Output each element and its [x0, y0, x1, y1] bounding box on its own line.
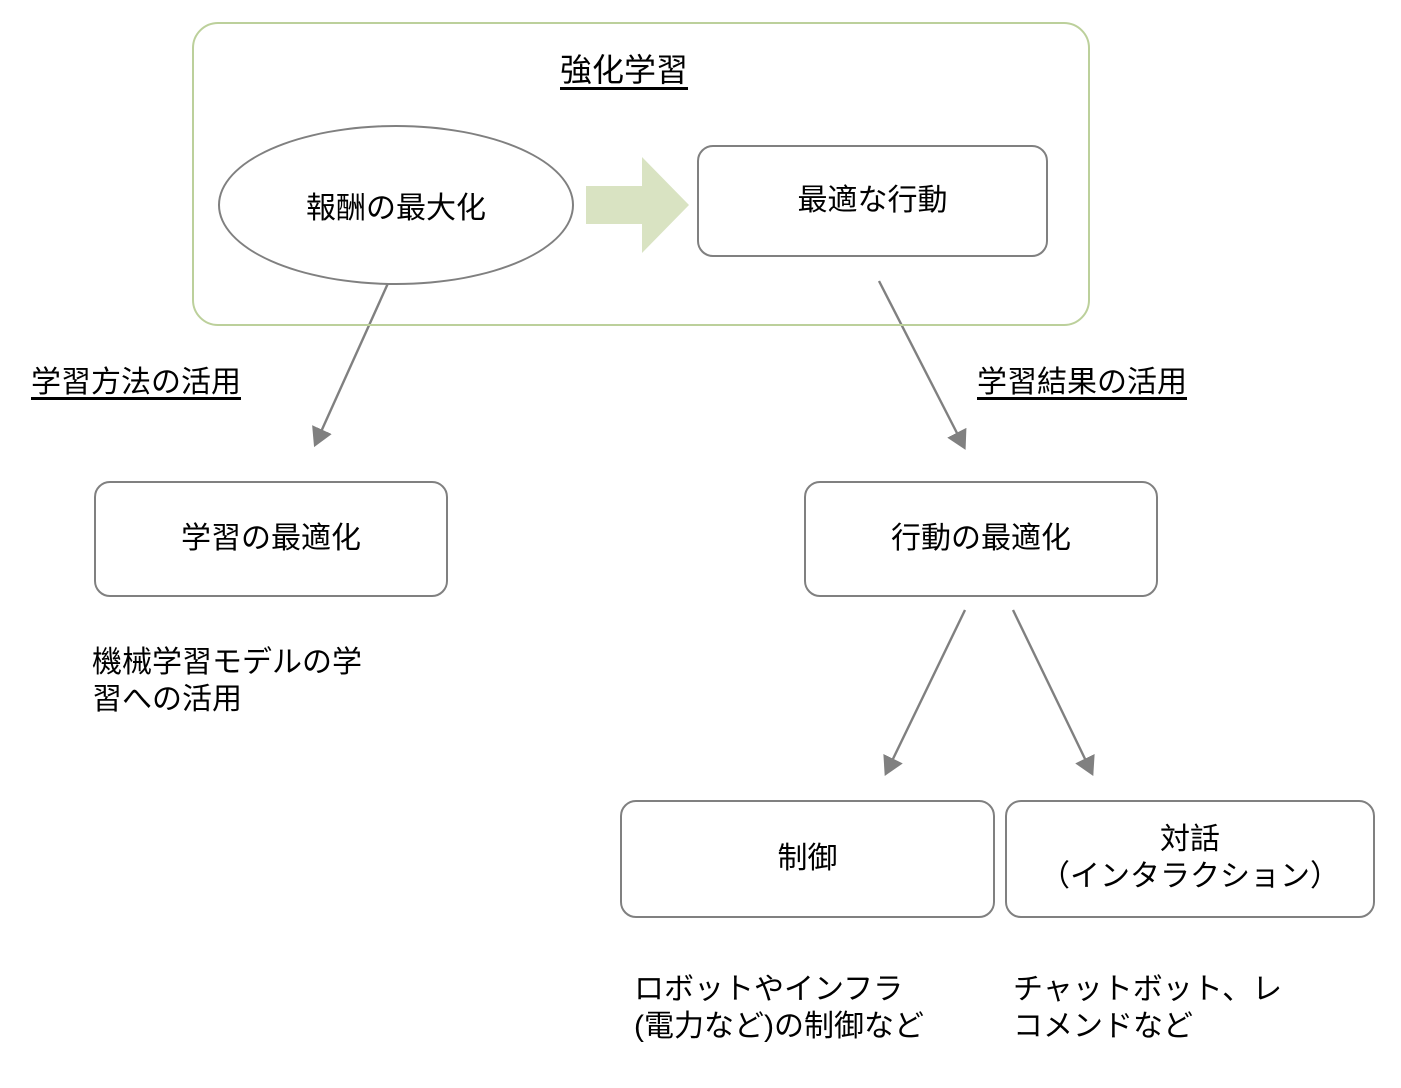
connector-action-optimization-to-control [883, 609, 967, 776]
edge-label-left-branch: 学習方法の活用 [31, 366, 241, 399]
caption-interaction: チャットボット、レ コメンドなど [1013, 973, 1283, 1043]
caption-learning-optimization: 機械学習モデルの学 習への活用 [92, 646, 362, 716]
green-right-arrow-icon [586, 157, 689, 253]
connector-action-optimization-to-interaction [1011, 609, 1095, 776]
node-optimal-action[interactable]: 最適な行動 [697, 145, 1048, 257]
edge-label-right-branch: 学習結果の活用 [977, 366, 1187, 399]
node-learning-optimization-label: 学習の最適化 [181, 521, 361, 555]
node-control-label: 制御 [777, 841, 838, 875]
node-interaction[interactable]: 対話 （インタラクション） [1005, 800, 1375, 918]
page-title: 強化学習 [560, 52, 689, 88]
node-reward-maximization[interactable]: 報酬の最大化 [218, 125, 574, 285]
node-interaction-label: 対話 （インタラクション） [1040, 823, 1340, 893]
node-optimal-action-label: 最適な行動 [797, 183, 948, 217]
node-action-optimization[interactable]: 行動の最適化 [804, 481, 1158, 597]
reinforcement-learning-group [192, 22, 1090, 326]
node-control[interactable]: 制御 [620, 800, 995, 918]
node-action-optimization-label: 行動の最適化 [891, 521, 1071, 555]
node-reward-maximization-label: 報酬の最大化 [306, 192, 486, 225]
caption-control: ロボットやインフラ (電力など)の制御など [634, 973, 924, 1043]
node-learning-optimization[interactable]: 学習の最適化 [94, 481, 448, 597]
